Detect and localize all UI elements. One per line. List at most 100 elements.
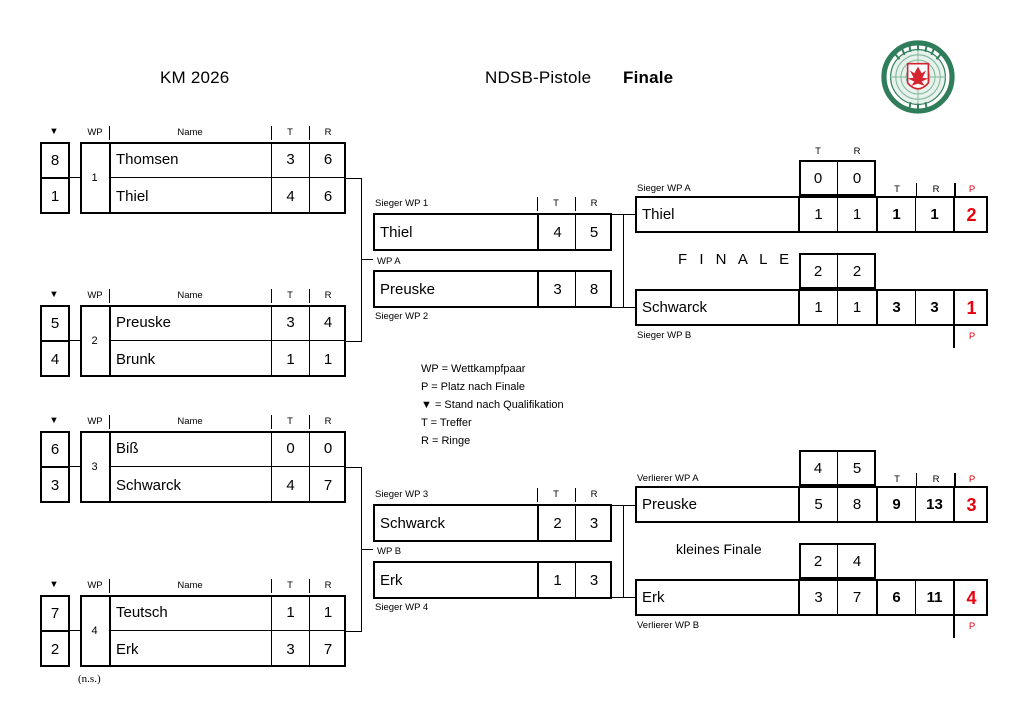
header-divider [309,289,310,303]
col-divider [837,196,838,233]
bracket-connector [70,340,81,341]
final-top-source: Sieger WP A [637,183,691,194]
total-t: 6 [892,589,901,606]
column-header-p: P [968,331,976,342]
player-name: Schwarck [642,299,708,316]
final-top-source: Verlierer WP A [637,473,699,484]
column-header-r: R [324,416,332,427]
bracket-connector [612,505,624,506]
col-divider-t [537,504,539,542]
bracket-connector [70,466,81,467]
col-divider-r [575,561,576,599]
bracket-connector [612,597,624,598]
score-t: 3 [286,314,295,331]
final-score-r: 7 [852,589,862,606]
bracket-connector [361,549,373,550]
column-header-t-total: T [894,184,900,195]
col-divider-prev [837,450,838,486]
bracket-connector [612,214,624,215]
score-t: 3 [553,280,562,298]
seed-divider [40,630,70,632]
page-title-center: NDSB-Pistole [485,68,592,87]
col-divider [837,289,838,326]
wp-divider [109,142,111,214]
wp-divider [109,431,111,503]
col-divider [915,196,916,233]
seed-value: 3 [50,476,60,494]
score-r: 3 [589,571,599,589]
legend-item: T = Treffer [421,417,472,429]
column-header-t: T [815,146,821,157]
column-header-wp: WP [87,290,103,301]
player-name: Schwarck [380,514,446,532]
header-divider [537,488,538,502]
column-header-name: Name [177,416,203,427]
row-divider [111,630,346,631]
score-t: 3 [286,151,295,168]
total-r: 1 [930,206,939,223]
bracket-connector [623,505,635,506]
col-divider [953,196,955,233]
seed-divider [40,177,70,179]
col-divider [798,579,800,616]
player-name: Erk [380,571,403,589]
col-divider [837,486,838,523]
semifinal-top-source: Sieger WP 3 [375,489,429,500]
score-t: 2 [553,514,562,532]
semifinal-pair-label: WP A [377,256,401,267]
header-divider [954,473,956,486]
seed-value: 1 [50,187,60,205]
col-divider-prev [837,253,838,289]
final-score-t: 1 [814,299,823,316]
col-divider-prev [837,543,838,579]
player-name: Brunk [116,350,156,368]
semifinal-row-bottom [373,561,612,599]
player-name: Preuske [642,496,698,513]
wp-divider [109,595,111,667]
match-box [80,595,346,667]
col-divider [876,579,878,616]
column-header-r: R [590,198,598,209]
place-value: 2 [966,204,977,225]
place-value: 3 [966,494,977,515]
bracket-connector [346,467,362,468]
header-divider [537,197,538,211]
final-row-top [635,486,988,523]
bracket-connector [623,214,635,215]
semifinal-row-bottom [373,270,612,308]
score-t: 1 [286,604,295,621]
column-header-name: Name [177,580,203,591]
player-name: Thomsen [116,151,179,168]
seed-divider [40,466,70,468]
total-r: 3 [930,299,939,316]
header-divider [575,488,576,502]
previous-score-r: 4 [852,552,862,570]
row-divider [111,177,346,178]
header-divider [575,197,576,211]
total-t: 9 [892,496,901,513]
header-divider [271,415,272,429]
wp-number: 2 [91,334,98,347]
player-name: Preuske [116,314,172,331]
header-divider [271,289,272,303]
player-name: Thiel [642,206,675,223]
header-divider [309,579,310,593]
col-divider [953,486,955,523]
col-divider [837,579,838,616]
column-header-r-total: R [932,474,940,485]
seed-value: 2 [50,640,60,658]
final-score-r: 1 [852,299,862,316]
col-divider-r [309,305,310,377]
seed-divider [40,340,70,342]
column-header-t: T [287,580,293,591]
legend-item: R = Ringe [421,435,471,447]
col-divider [798,486,800,523]
col-divider [876,196,878,233]
place-column-rule [953,326,955,348]
column-header-p: P [968,184,976,195]
row-divider [111,340,346,341]
column-header-t: T [553,489,559,500]
row-divider [111,466,346,467]
semifinal-row-top [373,213,612,251]
header-divider [916,473,917,486]
